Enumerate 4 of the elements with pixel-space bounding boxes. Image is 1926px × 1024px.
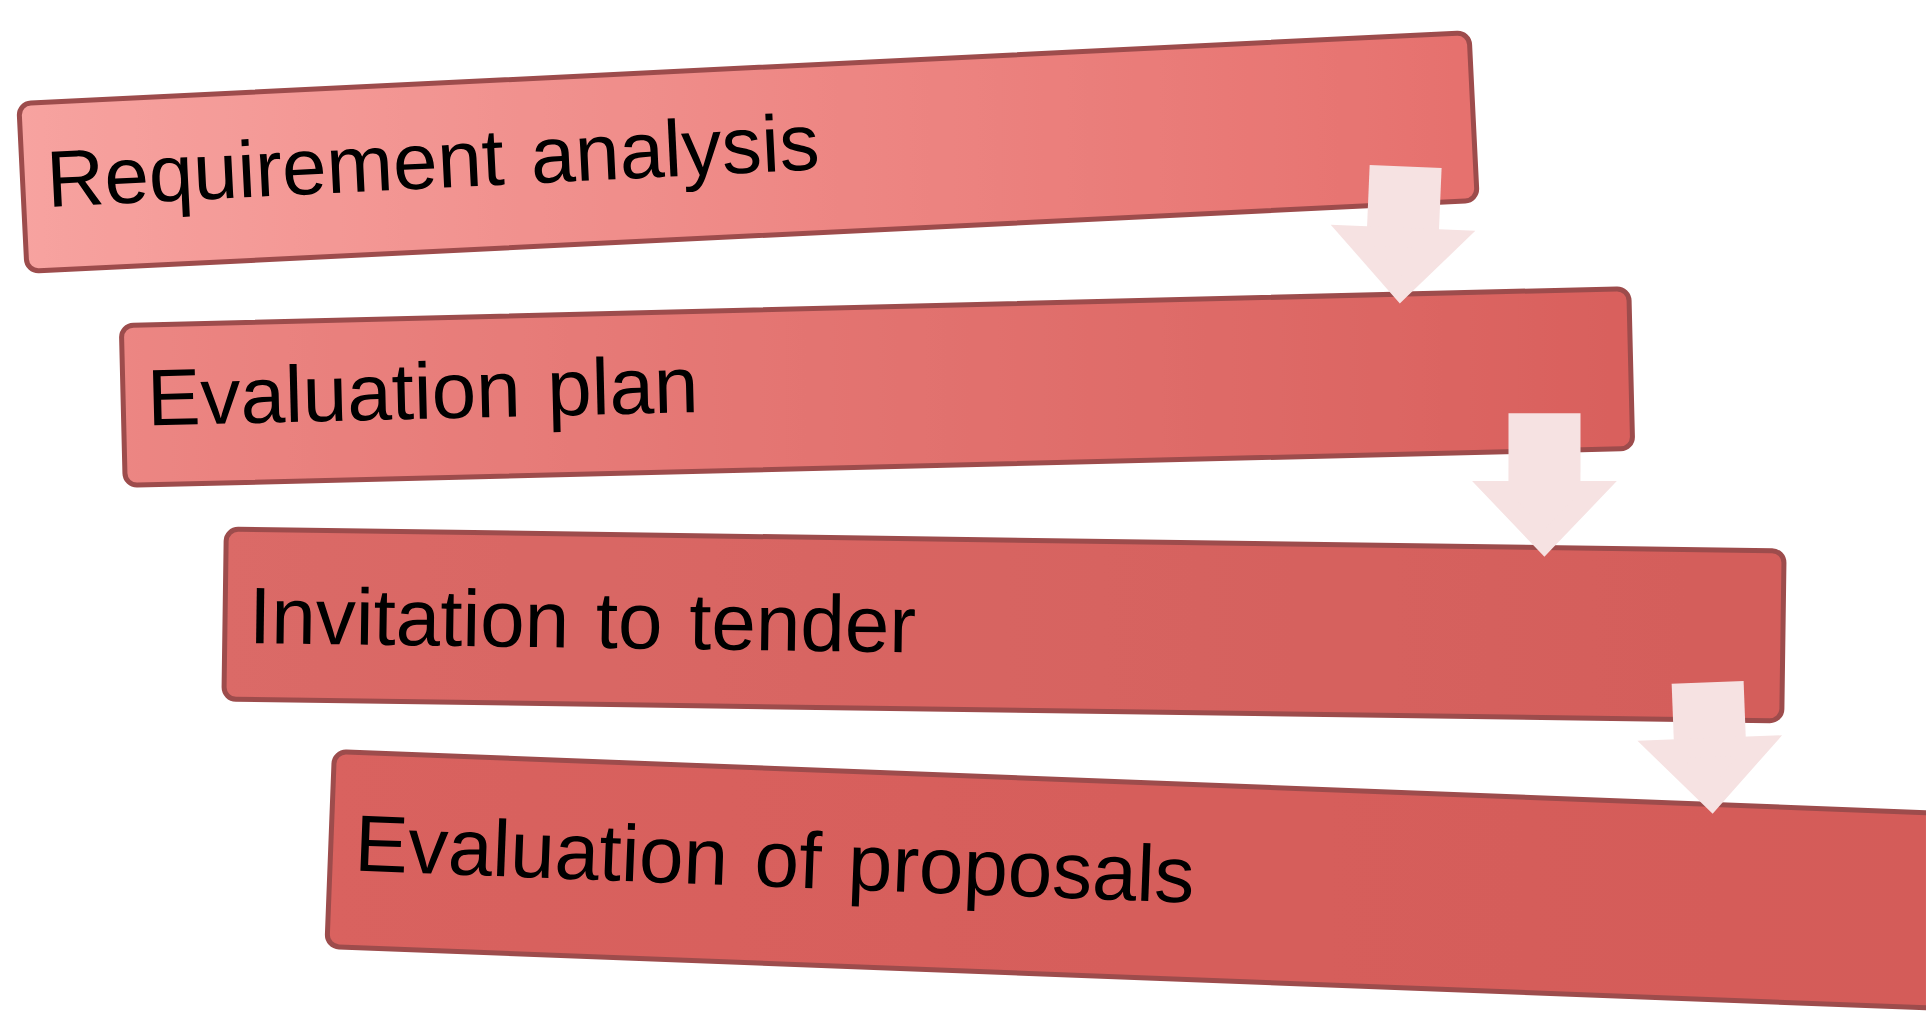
process-box: Evaluation plan bbox=[119, 286, 1635, 488]
process-box: Invitation to tender bbox=[221, 526, 1787, 724]
process-box: Evaluation of proposals bbox=[324, 749, 1926, 1015]
process-box: Requirement analysis bbox=[16, 30, 1480, 274]
